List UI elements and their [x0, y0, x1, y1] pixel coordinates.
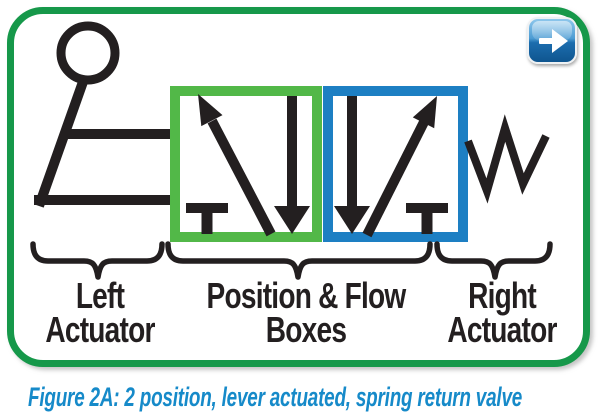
next-button[interactable] [527, 17, 577, 64]
right-actuator-label: Right Actuator [447, 275, 557, 350]
left-actuator-label-line1: Left [75, 275, 125, 316]
position-flow-boxes-label-line2: Boxes [265, 309, 347, 350]
right-actuator-label-line1: Right [468, 275, 537, 316]
figure-caption: Figure 2A: 2 position, lever actuated, s… [28, 382, 523, 412]
arrow-head [552, 28, 568, 53]
position-flow-boxes-label-line1: Position & Flow [206, 275, 407, 316]
position-flow-boxes-label: Position & Flow Boxes [206, 275, 407, 350]
arrow-shaft [539, 37, 554, 44]
left-actuator-label: Left Actuator [45, 275, 155, 350]
right-actuator-label-line2: Actuator [447, 309, 557, 350]
left-actuator-label-line2: Actuator [45, 309, 155, 350]
arrow-right-icon [539, 28, 568, 53]
